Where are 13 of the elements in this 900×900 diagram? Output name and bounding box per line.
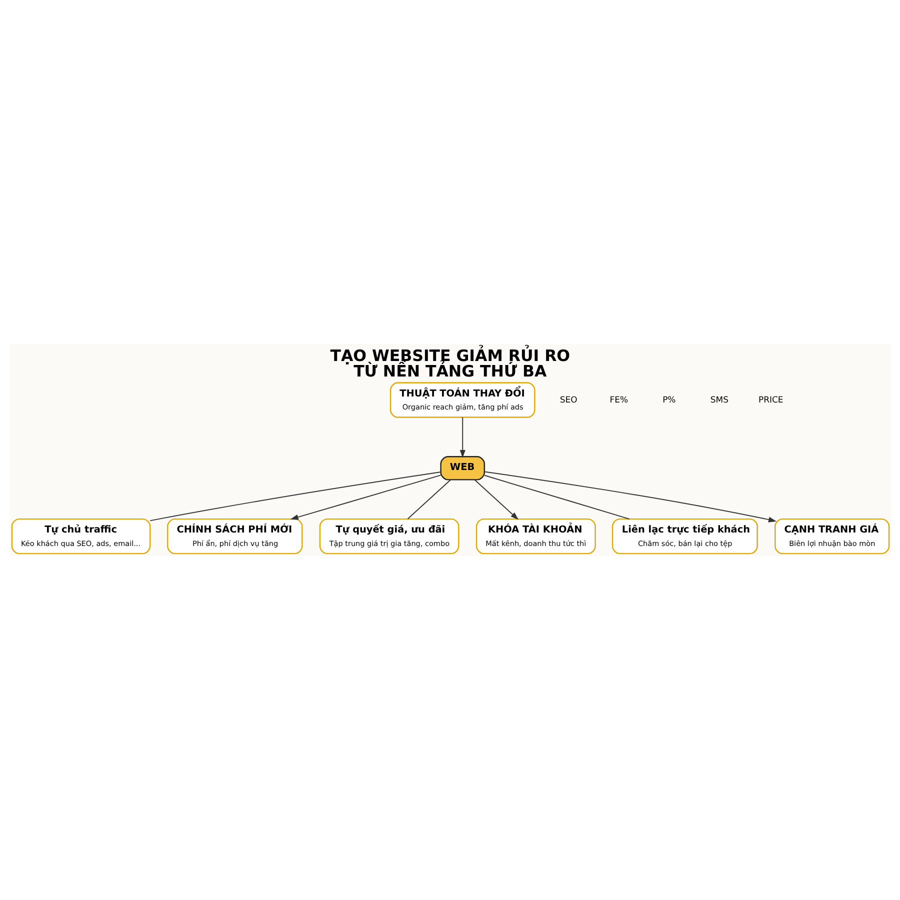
arrow — [290, 474, 441, 520]
connector — [149, 472, 441, 522]
label: SMS — [710, 394, 728, 404]
connector — [484, 474, 630, 520]
label: FE% — [609, 394, 628, 404]
connector — [406, 479, 450, 520]
arrow — [483, 471, 776, 522]
label: SEO — [559, 394, 577, 404]
arrow — [459, 416, 465, 458]
label: PRICE — [758, 394, 783, 404]
label: P% — [662, 394, 676, 404]
node-box: WEB — [440, 456, 485, 480]
arrow — [474, 479, 518, 520]
